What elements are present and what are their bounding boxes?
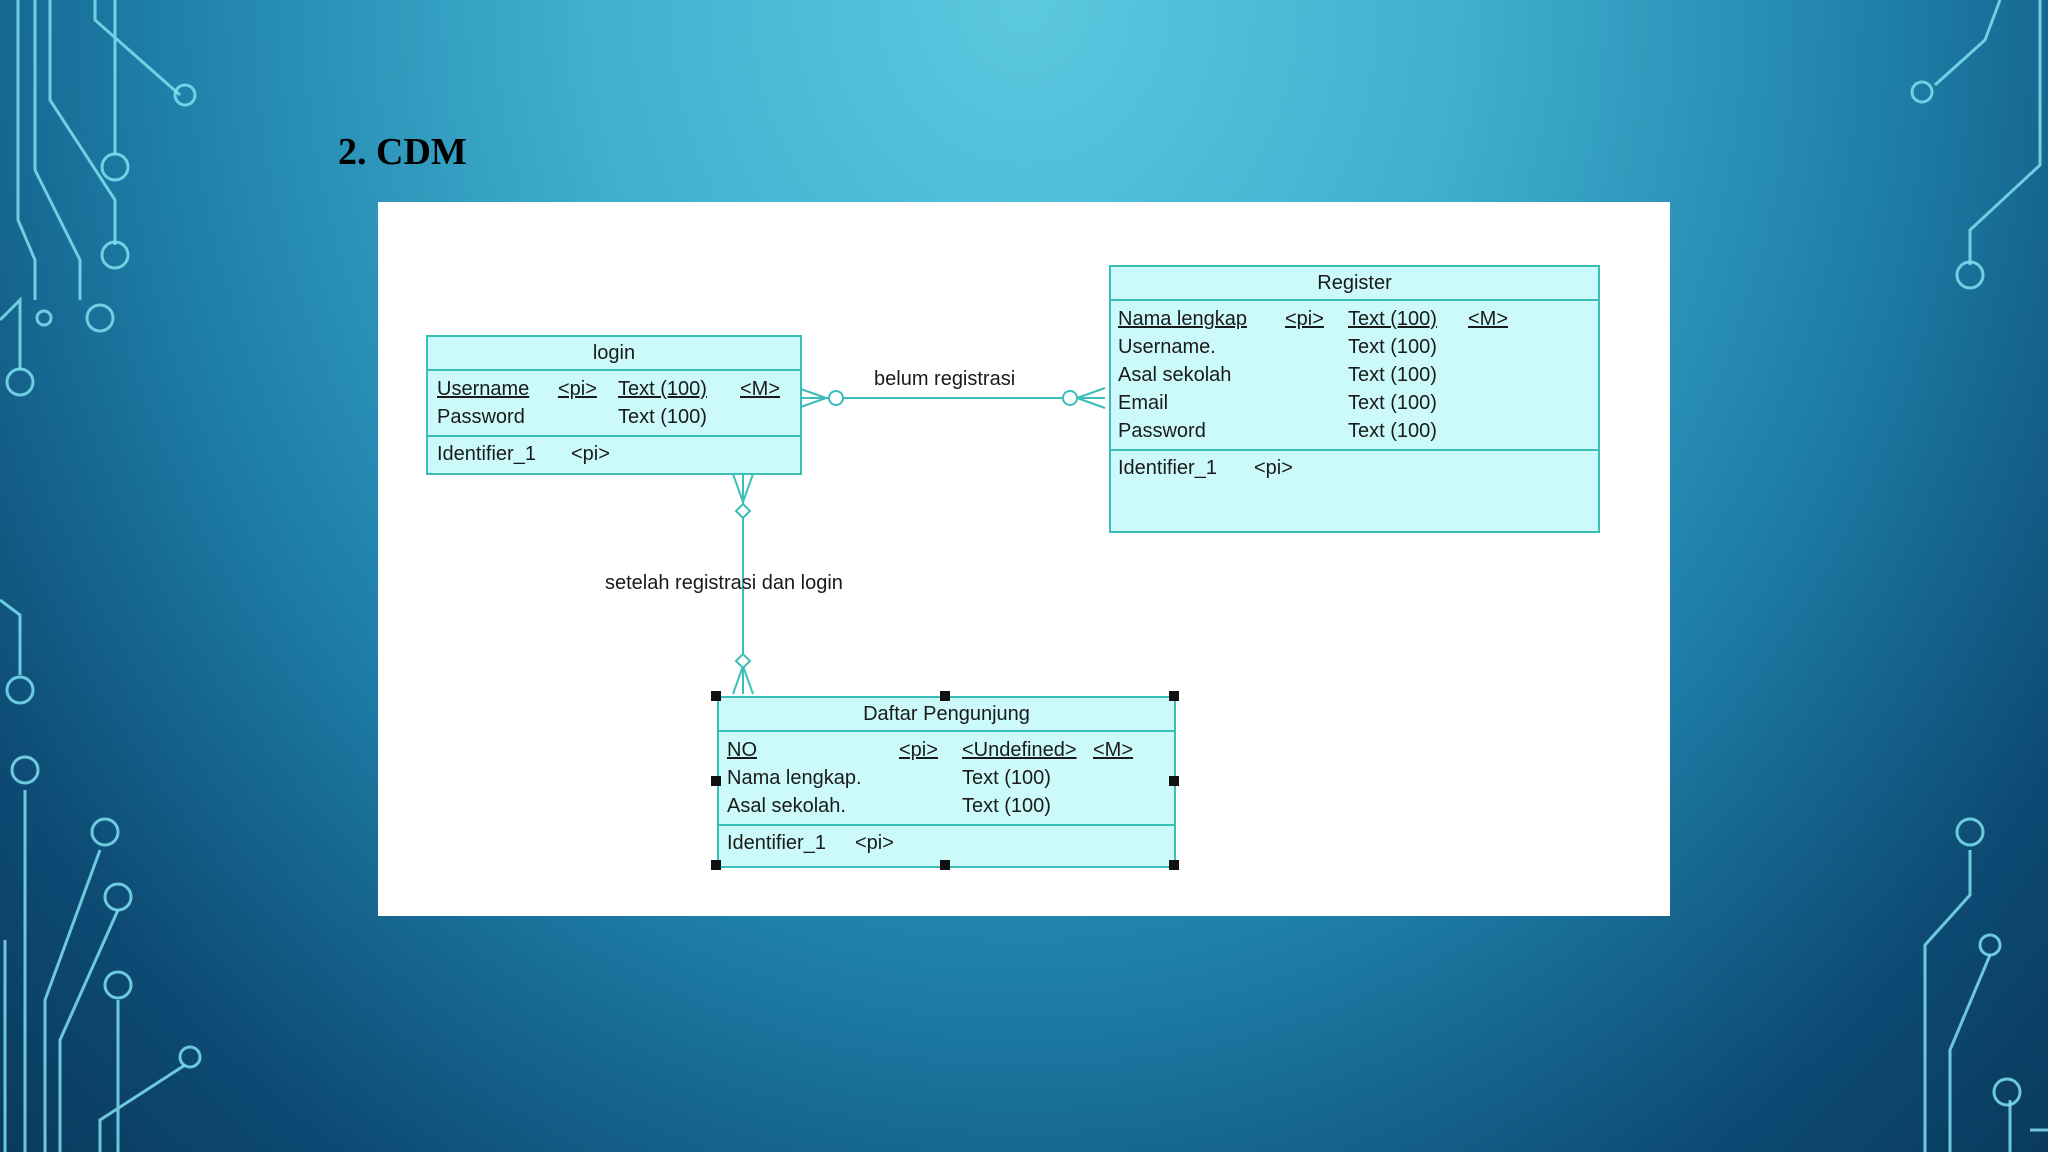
entity-name: Daftar Pengunjung (719, 698, 1174, 732)
resize-handle-left[interactable] (711, 776, 721, 786)
attribute-key: <pi> (1285, 308, 1324, 330)
attribute-type: Text (100) (1348, 420, 1437, 442)
crowfoot-top-right (742, 473, 754, 503)
attribute-row: Nama lengkap <pi> Text (100) <M> (1111, 305, 1598, 333)
relationship-label-belum: belum registrasi (874, 368, 1016, 390)
identifier-name: Identifier_1 (1118, 457, 1217, 479)
relationship-label-setelah: setelah registrasi dan login (605, 572, 843, 594)
resize-handle-top-left[interactable] (711, 691, 721, 701)
attribute-name: Asal sekolah (1118, 364, 1232, 386)
attribute-type: Text (100) (618, 378, 707, 400)
resize-handle-top-right[interactable] (1169, 691, 1179, 701)
identifier-row: Identifier_1 <pi> (719, 826, 1174, 860)
attribute-name: Username (437, 378, 530, 400)
diagram-canvas: belum registrasi setelah registrasi dan … (378, 202, 1670, 916)
attribute-type: Text (100) (1348, 364, 1437, 386)
resize-handle-right[interactable] (1169, 776, 1179, 786)
identifier-row: Identifier_1 <pi> (1111, 451, 1598, 485)
attribute-type: Text (100) (618, 406, 707, 428)
crowfoot-bottom-left (732, 665, 744, 695)
attribute-row: Username <pi> Text (100) <M> (428, 375, 800, 403)
attribute-type: Text (100) (962, 767, 1051, 789)
crowfoot-register-top (1076, 387, 1106, 399)
attribute-key: <pi> (899, 739, 938, 761)
attribute-name: Nama lengkap (1118, 308, 1247, 330)
entity-login[interactable]: login Username <pi> Text (100) <M> Passw… (426, 335, 802, 475)
attribute-type: Text (100) (962, 795, 1051, 817)
attribute-name: Password (1118, 420, 1206, 442)
attribute-list: NO <pi> <Undefined> <M> Nama lengkap. Te… (719, 732, 1174, 826)
attribute-mandatory: <M> (1093, 739, 1134, 761)
resize-handle-bottom[interactable] (940, 860, 950, 870)
identifier-row: Identifier_1 <pi> (428, 437, 800, 471)
entity-register[interactable]: Register Nama lengkap <pi> Text (100) <M… (1109, 265, 1600, 533)
attribute-row: Email Text (100) (1111, 389, 1598, 417)
attribute-mandatory: <M> (740, 378, 781, 400)
identifier-key: <pi> (1254, 457, 1293, 479)
attribute-name: Asal sekolah. (727, 795, 846, 817)
attribute-name: Email (1118, 392, 1169, 414)
attribute-type: <Undefined> (962, 739, 1077, 761)
attribute-key: <pi> (558, 378, 597, 400)
crowfoot-register-bottom (1076, 397, 1106, 409)
attribute-type: Text (100) (1348, 308, 1437, 330)
attribute-list: Nama lengkap <pi> Text (100) <M> Usernam… (1111, 301, 1598, 451)
attribute-row: Asal sekolah. Text (100) (719, 792, 1174, 820)
crowfoot-login-top (797, 387, 827, 399)
attribute-name: NO (727, 739, 757, 761)
optional-diamond-bottom (734, 652, 752, 670)
identifier-name: Identifier_1 (727, 832, 826, 854)
attribute-list: Username <pi> Text (100) <M> Password Te… (428, 371, 800, 437)
resize-handle-bottom-left[interactable] (711, 860, 721, 870)
identifier-key: <pi> (855, 832, 894, 854)
attribute-name: Nama lengkap. (727, 767, 862, 789)
attribute-mandatory: <M> (1468, 308, 1509, 330)
attribute-row: Password Text (100) (1111, 417, 1598, 445)
attribute-row: NO <pi> <Undefined> <M> (719, 736, 1174, 764)
attribute-name: Password (437, 406, 525, 428)
attribute-type: Text (100) (1348, 392, 1437, 414)
identifier-name: Identifier_1 (437, 443, 536, 465)
slide-title: 2. CDM (338, 131, 467, 173)
resize-handle-top[interactable] (940, 691, 950, 701)
entity-name: login (428, 337, 800, 371)
entity-name: Register (1111, 267, 1598, 301)
optional-diamond-top (734, 502, 752, 520)
crowfoot-top-left (732, 473, 744, 503)
relationship-lines (732, 387, 1106, 695)
attribute-row: Password Text (100) (428, 403, 800, 431)
attribute-row: Nama lengkap. Text (100) (719, 764, 1174, 792)
attribute-row: Username. Text (100) (1111, 333, 1598, 361)
resize-handle-bottom-right[interactable] (1169, 860, 1179, 870)
optional-circle-register (1062, 390, 1078, 406)
entity-daftar-pengunjung[interactable]: Daftar Pengunjung NO <pi> <Undefined> <M… (717, 696, 1176, 868)
crowfoot-login-bottom (797, 397, 827, 409)
optional-circle-login (828, 390, 844, 406)
crowfoot-bottom-right (742, 665, 754, 695)
attribute-name: Username. (1118, 336, 1216, 358)
attribute-type: Text (100) (1348, 336, 1437, 358)
attribute-row: Asal sekolah Text (100) (1111, 361, 1598, 389)
identifier-key: <pi> (571, 443, 610, 465)
